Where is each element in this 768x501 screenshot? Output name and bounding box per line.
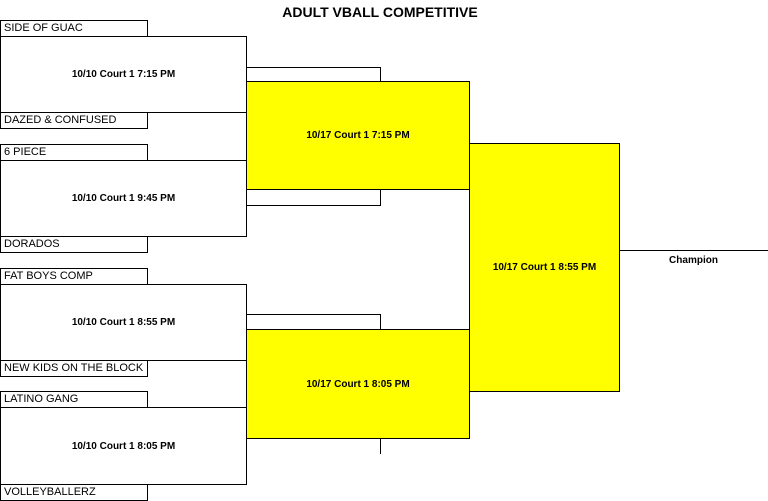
team-slot-6: NEW KIDS ON THE BLOCK: [0, 360, 148, 377]
team-slot-5: FAT BOYS COMP: [0, 268, 148, 285]
page-title: ADULT VBALL COMPETITIVE: [282, 4, 478, 20]
round1-match-4: 10/10 Court 1 8:05 PM: [0, 407, 247, 485]
team-slot-4: DORADOS: [0, 236, 148, 253]
team-slot-3: 6 PIECE: [0, 144, 148, 161]
team-slot-2: DAZED & CONFUSED: [0, 112, 148, 129]
connector-r1-bottom: [380, 438, 381, 454]
team-slot-7: LATINO GANG: [0, 391, 148, 408]
team-slot-1: SIDE OF GUAC: [0, 20, 148, 37]
round1-match-2: 10/10 Court 1 9:45 PM: [0, 160, 247, 237]
final-match: 10/17 Court 1 8:55 PM: [469, 143, 620, 392]
connector-r1-top: [246, 67, 381, 82]
champion-label: Champion: [669, 255, 718, 266]
connector-r1-upper-mid: [246, 189, 381, 206]
round2-match-2: 10/17 Court 1 8:05 PM: [246, 329, 470, 439]
champion-line: [619, 250, 768, 251]
connector-r1-lower-mid: [246, 314, 381, 330]
round1-match-3: 10/10 Court 1 8:55 PM: [0, 284, 247, 361]
team-slot-8: VOLLEYBALLERZ: [0, 484, 148, 501]
round2-match-1: 10/17 Court 1 7:15 PM: [246, 81, 470, 190]
round1-match-1: 10/10 Court 1 7:15 PM: [0, 36, 247, 113]
